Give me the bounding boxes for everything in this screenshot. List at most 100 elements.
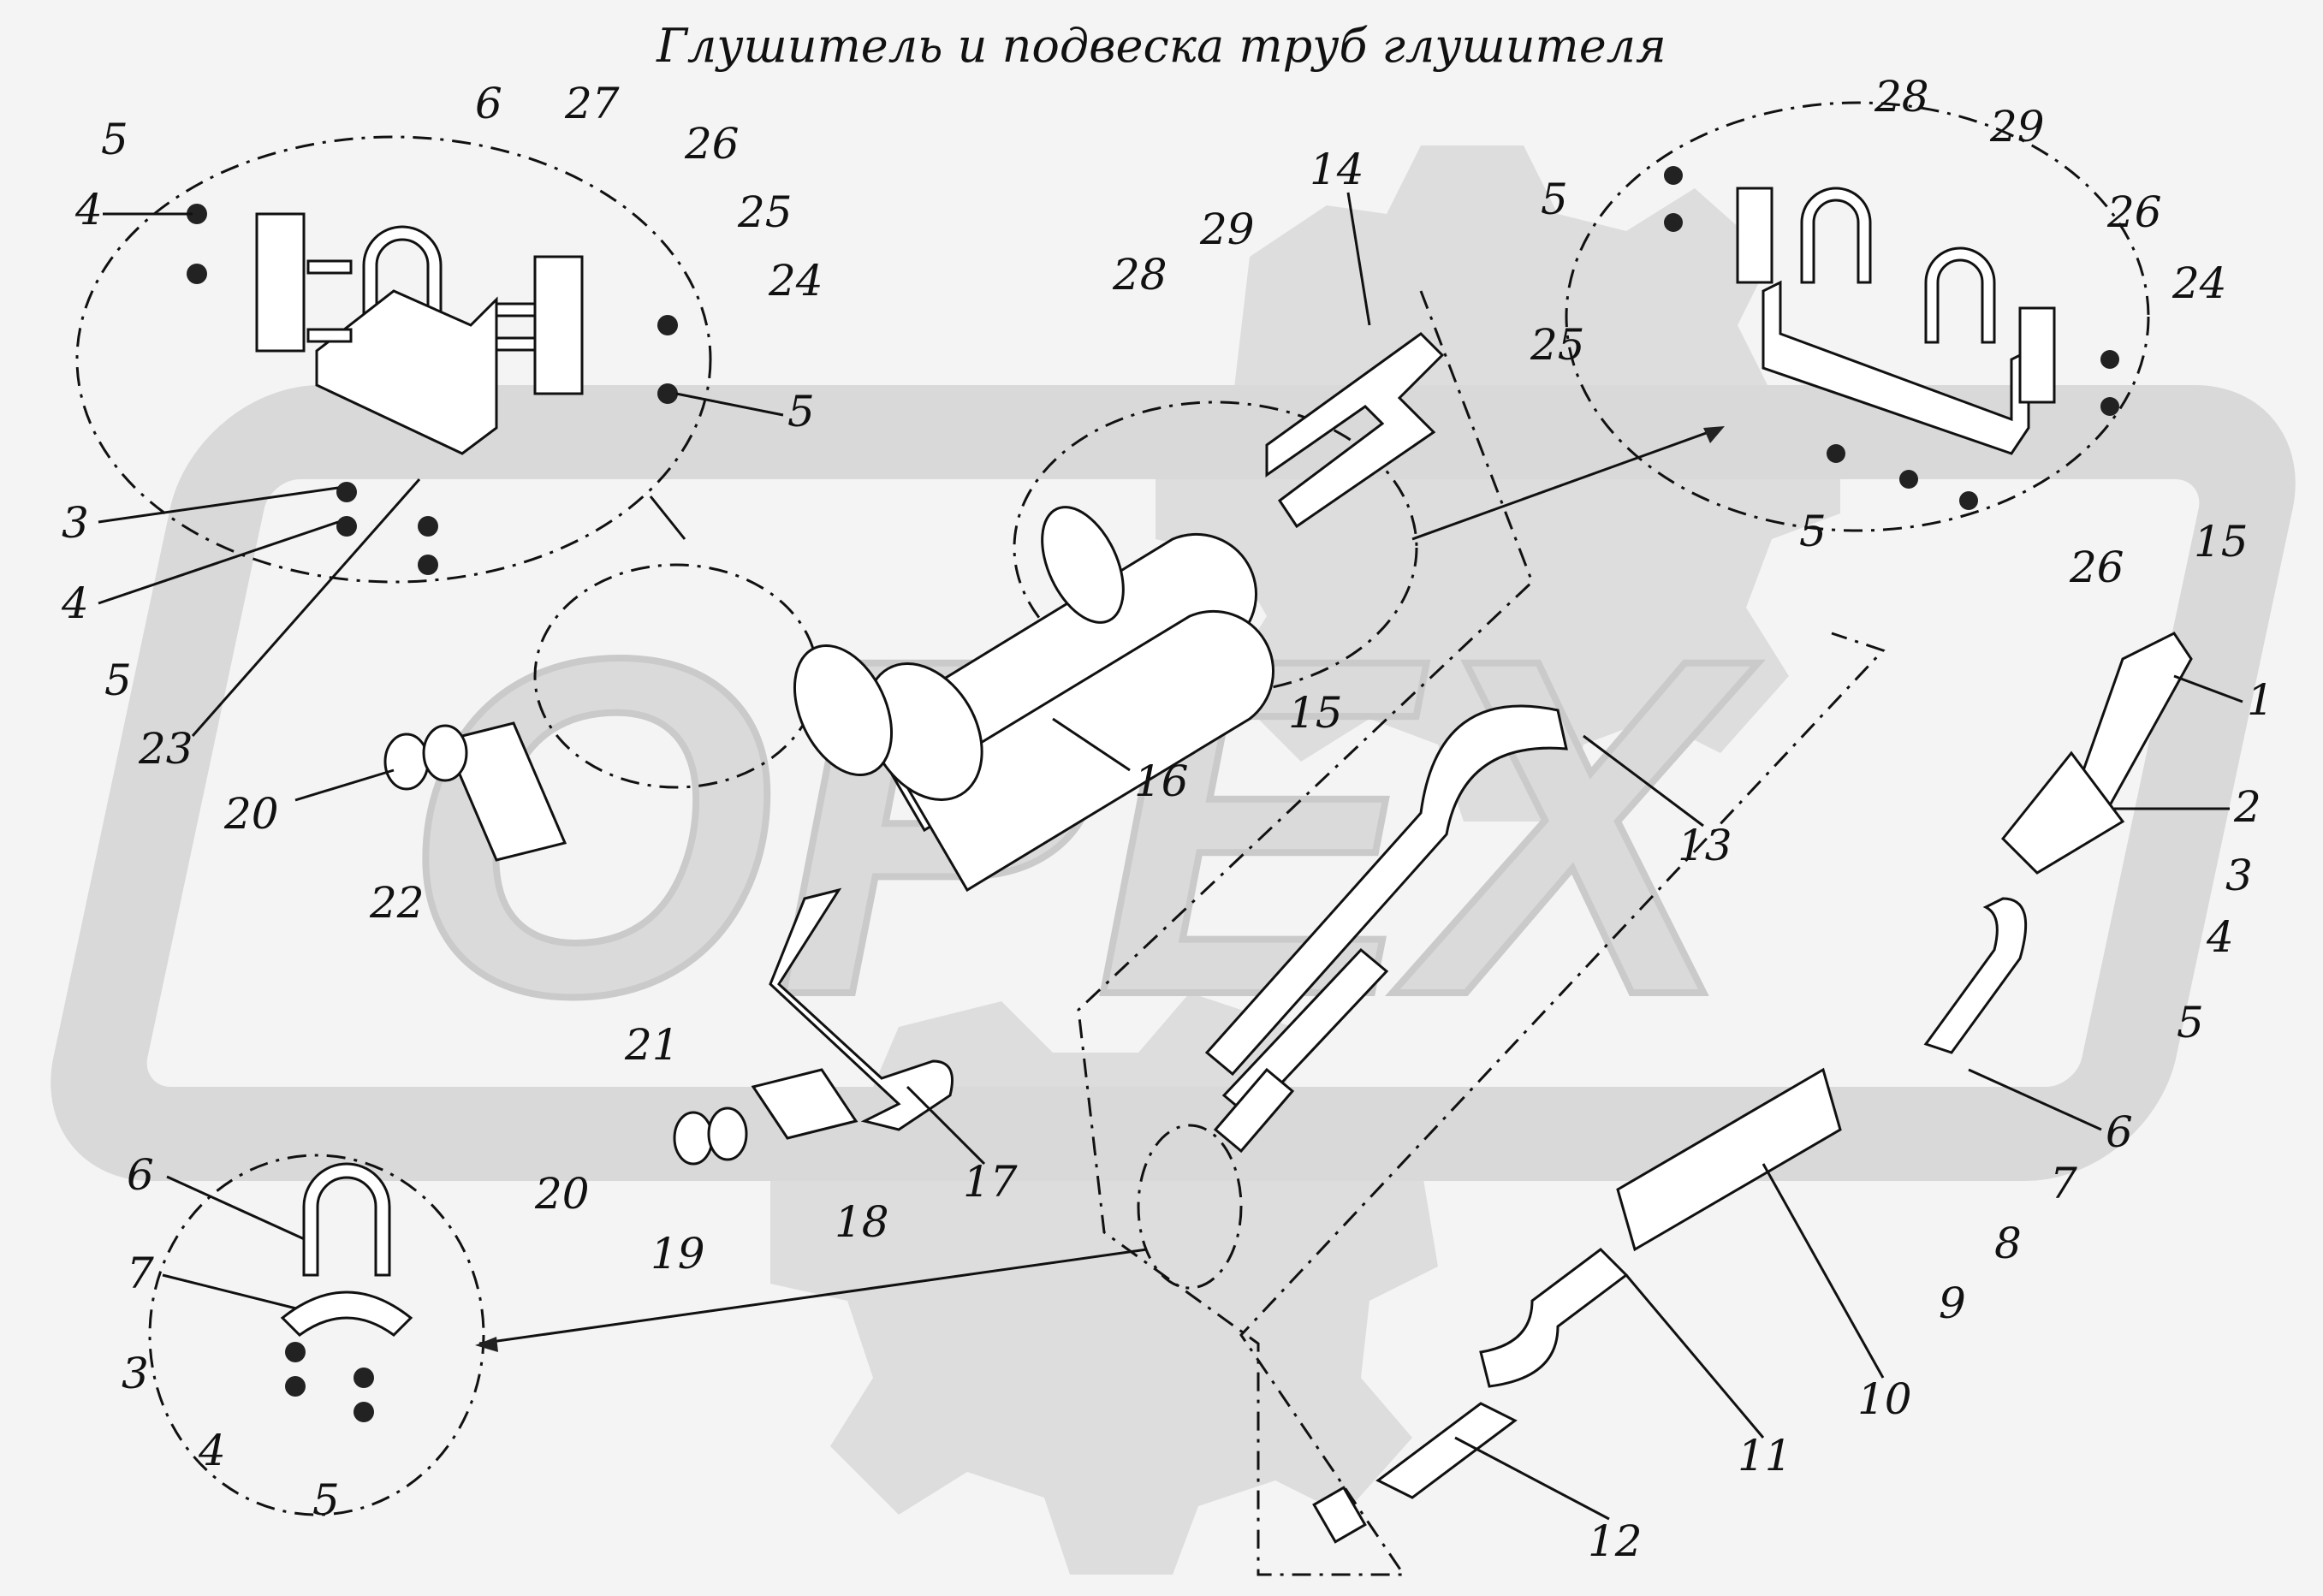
leader-1 <box>2173 674 2243 703</box>
callout-nw-25: 25 <box>737 187 793 237</box>
callout-3: 3 <box>2225 851 2253 900</box>
callout-nw-5: 5 <box>101 115 128 164</box>
watermark-frame <box>50 385 2296 1181</box>
nut-ne-3 <box>2100 350 2119 369</box>
callout-11: 11 <box>1738 1431 1792 1480</box>
callout-21: 21 <box>624 1020 680 1070</box>
gasket-20-upper-b <box>422 724 468 782</box>
detail-sw-clamp <box>280 1162 413 1422</box>
callout-14: 14 <box>1310 145 1364 194</box>
gasket-20-lower-b <box>707 1107 748 1161</box>
leader-20a <box>294 768 395 802</box>
leader-arrow-ne <box>1703 426 1725 443</box>
detail-circle-nw <box>75 135 712 584</box>
right-assembly <box>1312 632 2193 1544</box>
nut-sw-2 <box>285 1376 306 1397</box>
nut-nw-7 <box>336 482 357 502</box>
callout-17: 17 <box>963 1157 1018 1207</box>
detail-circle-top-mid <box>1013 400 1418 695</box>
callout-13: 13 <box>1678 821 1732 870</box>
muffler-ring-1 <box>793 644 894 777</box>
callout-22: 22 <box>369 878 425 928</box>
callout-sw-6: 6 <box>127 1150 154 1200</box>
u-bolt-ne-1 <box>1800 187 1872 284</box>
callout-ne-26b: 26 <box>2069 543 2124 592</box>
leader-17 <box>906 1085 986 1166</box>
watermark-gear <box>1156 145 1840 822</box>
callout-2: 2 <box>2233 782 2261 832</box>
leader-10 <box>1762 1163 1885 1379</box>
pipe-12 <box>1375 1402 1518 1499</box>
muffler-assembly <box>383 332 1568 1166</box>
leader-nw-3 <box>98 486 339 524</box>
plate-ne-left <box>1736 187 1773 284</box>
nut-nw-3 <box>657 315 678 335</box>
leader-11 <box>1625 1274 1765 1439</box>
callout-nw-27: 27 <box>564 79 620 128</box>
nut-nw-8 <box>336 516 357 537</box>
plate-nw-left <box>255 212 306 353</box>
nut-ne-6 <box>1899 470 1918 489</box>
pipe-bend-lower <box>1479 1248 1629 1388</box>
pipe-12-end <box>1312 1486 1367 1544</box>
leader-nw-23 <box>191 478 421 737</box>
detail-nw-bracket <box>187 204 678 575</box>
callout-ne-24: 24 <box>2172 258 2227 308</box>
leader-nw-4b <box>98 520 339 605</box>
nut-sw-4 <box>354 1402 374 1422</box>
nut-sw-1 <box>285 1342 306 1362</box>
nut-nw-1 <box>187 204 207 224</box>
detail-circle-ne <box>1565 101 2150 532</box>
bolt-nw-4 <box>495 336 537 352</box>
detail-ne-bracket <box>1664 166 2119 510</box>
callout-7: 7 <box>2050 1159 2077 1208</box>
leader-6 <box>1968 1068 2102 1131</box>
callout-28b: 28 <box>1874 72 1929 122</box>
callout-8: 8 <box>1994 1219 2022 1268</box>
pipe-21 <box>751 1068 858 1140</box>
nut-ne-7 <box>1959 491 1978 510</box>
bracket-2 <box>2000 751 2125 875</box>
callout-29a: 29 <box>1199 205 1255 254</box>
callout-4: 4 <box>2206 912 2234 962</box>
callout-nw-23: 23 <box>138 724 193 774</box>
bracket-ne <box>1762 280 2030 455</box>
callout-5: 5 <box>2177 998 2204 1047</box>
muffler-16-body-rear <box>905 609 1274 893</box>
callout-15a: 15 <box>1288 688 1343 738</box>
callout-ne-15: 15 <box>2194 517 2249 567</box>
detail-outline-right-assembly <box>1077 290 1886 1576</box>
leader-arrow-sw <box>475 1337 498 1352</box>
gasket-20-upper-a <box>383 733 430 791</box>
nut-sw-3 <box>354 1368 374 1388</box>
page-title: Глушитель и подвеска труб глушителя <box>656 19 1666 73</box>
callout-ne-26: 26 <box>2106 187 2162 237</box>
callout-18: 18 <box>835 1197 889 1247</box>
leader-lines <box>98 192 2243 1521</box>
plate-ne-right <box>2018 306 2056 404</box>
callout-sw-5: 5 <box>312 1475 340 1525</box>
bolt-nw-3 <box>495 302 537 317</box>
nut-ne-1 <box>1664 166 1683 185</box>
bracket-10 <box>1616 1067 1842 1252</box>
callout-sw-4: 4 <box>198 1426 226 1475</box>
nut-nw-5 <box>418 516 438 537</box>
leader-mid-to-ne <box>1411 426 1721 541</box>
callouts: 5 4 6 27 26 25 24 5 3 4 5 23 20 22 16 28… <box>61 72 2274 1566</box>
callout-sw-7: 7 <box>127 1249 154 1298</box>
pipe-14 <box>1265 332 1445 529</box>
callout-20b: 20 <box>534 1169 590 1219</box>
nut-ne-5 <box>1827 444 1845 463</box>
callout-sw-3: 3 <box>122 1349 149 1398</box>
callout-10: 10 <box>1857 1374 1912 1424</box>
callout-29b: 29 <box>1989 102 2045 151</box>
callout-nw-4: 4 <box>74 185 103 234</box>
callout-ne-5b: 5 <box>1799 507 1827 556</box>
leader-16 <box>1052 717 1131 772</box>
nut-ne-4 <box>2100 397 2119 416</box>
callout-nw-4b: 4 <box>61 578 89 628</box>
callout-ne-25: 25 <box>1530 320 1585 370</box>
pipe-17 <box>769 887 954 1131</box>
